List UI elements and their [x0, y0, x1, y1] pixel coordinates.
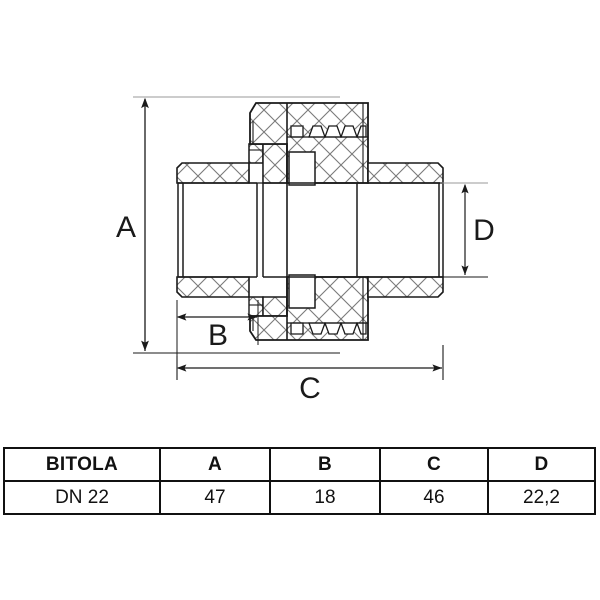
- seal-seat-lower: [288, 274, 316, 309]
- table-header-bitola: BITOLA: [3, 447, 161, 482]
- cell-b: 18: [269, 480, 381, 515]
- table-header-c: C: [379, 447, 489, 482]
- dimension-label-c: C: [299, 372, 321, 405]
- centre-insert-upper: [262, 143, 288, 184]
- table-header-d: D: [487, 447, 596, 482]
- thread-serrations-upper: [287, 125, 368, 138]
- dimension-c: C: [176, 345, 444, 405]
- left-socket-upper-wall: [176, 162, 250, 184]
- right-spigot-upper-wall: [367, 162, 444, 184]
- dimension-table: BITOLA A B C D DN 22 47 18 46 22,2: [3, 447, 596, 515]
- dimension-b: B: [176, 300, 259, 360]
- dimension-d: D: [440, 182, 495, 278]
- dimension-label-a: A: [116, 211, 136, 244]
- table-row: DN 22 47 18 46 22,2: [3, 480, 596, 515]
- bore-outlines: [177, 182, 444, 278]
- cell-c: 46: [379, 480, 489, 515]
- table-header-row: BITOLA A B C D: [3, 447, 596, 482]
- dimension-label-b: B: [208, 319, 228, 352]
- centre-insert-lower: [262, 296, 288, 317]
- left-socket-lower-wall: [176, 276, 250, 298]
- dimension-table-container: BITOLA A B C D DN 22 47 18 46 22,2: [3, 447, 596, 515]
- left-shoulder-lower: [248, 296, 264, 317]
- cell-bitola: DN 22: [3, 480, 161, 515]
- seal-seat-upper: [288, 151, 316, 186]
- cell-d: 22,2: [487, 480, 596, 515]
- fitting-body: [176, 102, 444, 341]
- thread-serrations-lower: [287, 322, 368, 335]
- cell-a: 47: [159, 480, 271, 515]
- table-header-a: A: [159, 447, 271, 482]
- table-header-b: B: [269, 447, 381, 482]
- right-spigot-lower-wall: [367, 276, 444, 298]
- dimension-label-d: D: [473, 214, 495, 247]
- dimension-a: A: [116, 96, 340, 354]
- technical-drawing: A B C D: [116, 96, 495, 405]
